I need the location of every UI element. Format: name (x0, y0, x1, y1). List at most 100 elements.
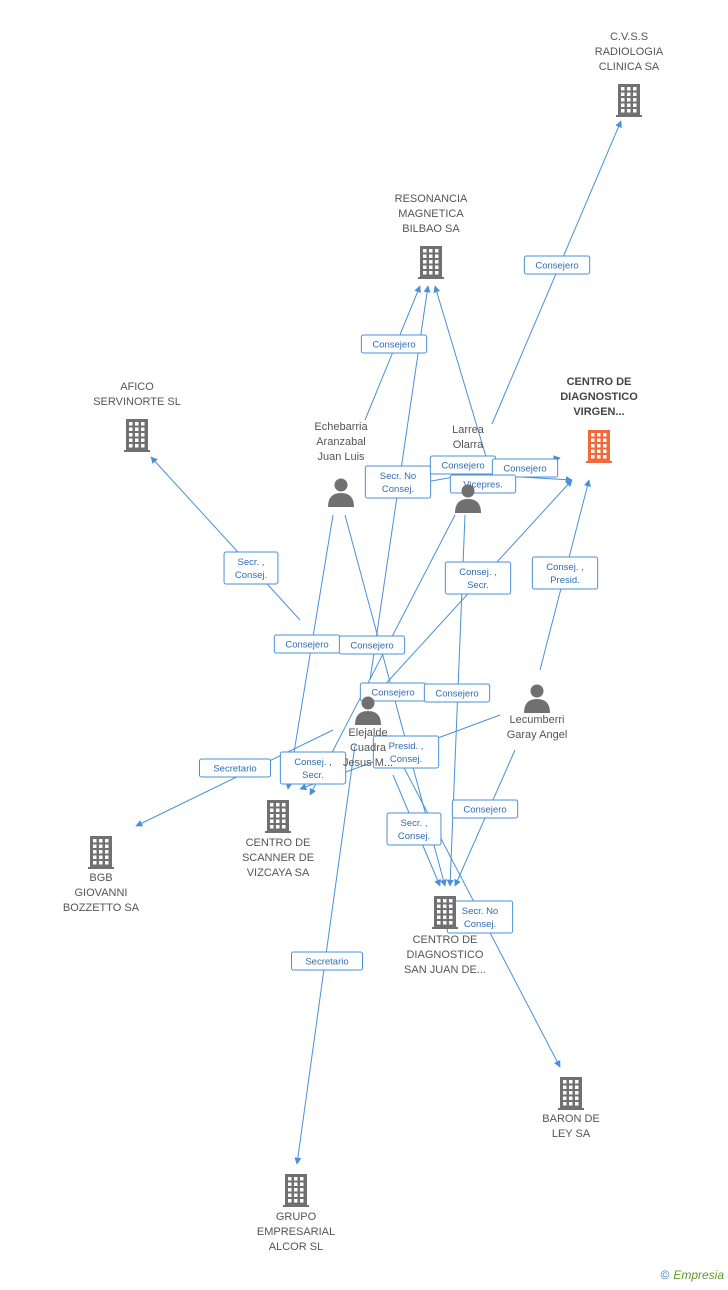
edge-label[interactable]: Consejero (491, 458, 559, 478)
edge-label-text: Consej. (390, 754, 422, 765)
edge-label-text: Consejero (435, 689, 478, 700)
node-label: DIAGNOSTICO (406, 949, 483, 961)
edge-label[interactable]: Consej. , Presid. (531, 556, 599, 590)
edge-label-box (531, 556, 599, 590)
edge-label[interactable]: Secretario (199, 758, 271, 778)
node-afico[interactable]: AFICO SERVINORTE SL (93, 381, 181, 452)
edge-label[interactable]: Consejero (523, 255, 591, 275)
edge-label-text: Consej. , (546, 562, 584, 573)
node-label: SERVINORTE SL (93, 396, 181, 408)
node-label: CENTRO DE (567, 376, 632, 388)
edge-label[interactable]: Consej. , Secr. (279, 751, 347, 785)
edge-label[interactable]: Consejero (273, 634, 341, 654)
building-icon (616, 84, 642, 117)
edge-label[interactable]: Secretario (291, 951, 363, 971)
node-sanjuan[interactable]: CENTRO DE DIAGNOSTICO SAN JUAN DE... (404, 896, 486, 976)
edge-label[interactable]: Vicepres. (449, 474, 517, 494)
node-label: SCANNER DE (242, 852, 314, 864)
edge-label-box (523, 255, 591, 275)
edge-label[interactable]: Consejero (338, 635, 406, 655)
node-label: SAN JUAN DE... (404, 964, 486, 976)
edge-label-text: Secr. No (462, 906, 498, 917)
edge-label-text: Secretario (305, 957, 348, 968)
edge-label-box (423, 683, 491, 703)
edge-label-text: Secretario (213, 764, 256, 775)
edge-label-box (199, 758, 271, 778)
edge-label[interactable]: Presid. , Consej. (372, 735, 440, 769)
node-label: RADIOLOGIA (595, 46, 664, 58)
edge-label[interactable]: Consejero (423, 683, 491, 703)
node-label: Lecumberri (509, 714, 564, 726)
edge-label[interactable]: Consej. ,Secr. (444, 561, 512, 595)
edge-label-box (451, 799, 519, 819)
node-label: AFICO (120, 381, 154, 393)
person-icon (355, 696, 381, 725)
building-icon (265, 800, 291, 833)
node-label: VIRGEN... (573, 406, 624, 418)
node-label: Olarra (453, 439, 484, 451)
edge-label-text: Consejero (285, 640, 328, 651)
edge-label-text: Presid. , (389, 741, 424, 752)
edge-line (150, 456, 301, 621)
edge-label-text: Secr. (302, 770, 324, 781)
edge-label[interactable]: Consejero (429, 455, 497, 475)
building-icon (432, 896, 458, 929)
edge-label-text: Secr. (467, 580, 489, 591)
edge-label-text: Consejero (463, 805, 506, 816)
edge-label[interactable]: Consejero (451, 799, 519, 819)
building-icon (283, 1174, 309, 1207)
node-label: ALCOR SL (269, 1241, 323, 1253)
edge-label[interactable]: Secr. , Consej. (386, 812, 442, 846)
edge-label-text: Consej. , (294, 757, 332, 768)
node-virgen[interactable]: CENTRO DE DIAGNOSTICO VIRGEN... (560, 376, 638, 463)
person-icon (328, 478, 354, 507)
edge-label-text: Consejero (372, 340, 415, 351)
node-label: CENTRO DE (246, 837, 311, 849)
edge-label-text: Secr. , (401, 818, 428, 829)
node-label: Cuadra (350, 742, 387, 754)
edge-label-box (291, 951, 363, 971)
edge-label-text: Presid. (550, 575, 580, 586)
node-label: Elejalde (348, 727, 387, 739)
edge-label-box (338, 635, 406, 655)
edge-label-text: Secr. No (380, 471, 416, 482)
edge-label[interactable]: Consejero (360, 334, 428, 354)
edge-label-text: Consejero (350, 641, 393, 652)
node-label: EMPRESARIAL (257, 1226, 335, 1238)
person-icon (455, 484, 481, 513)
node-resonancia[interactable]: RESONANCIA MAGNETICA BILBAO SA (395, 193, 468, 279)
node-label: BOZZETTO SA (63, 902, 140, 914)
node-label: Garay Angel (507, 729, 568, 741)
edge-label-box (364, 465, 432, 499)
edge-label-text: Consej. (398, 831, 430, 842)
edge-label-box (279, 751, 347, 785)
node-label: BILBAO SA (402, 223, 460, 235)
node-label: RESONANCIA (395, 193, 468, 205)
edge-label-box (372, 735, 440, 769)
edge-label-text: Consejero (503, 464, 546, 475)
node-label: Juan Luis (317, 451, 365, 463)
node-label: DIAGNOSTICO (560, 391, 638, 403)
node-label: C.V.S.S (610, 31, 648, 43)
node-label: MAGNETICA (398, 208, 464, 220)
person-icon (524, 684, 550, 713)
edge-label-box (223, 551, 279, 585)
brand-watermark: ©Empresia (660, 1268, 724, 1282)
edge-label[interactable]: Secr. ,Consej. (223, 551, 279, 585)
node-label: CENTRO DE (413, 934, 478, 946)
edge-line (135, 729, 334, 827)
building-icon (418, 246, 444, 279)
edge-label-text: Vicepres. (463, 480, 502, 491)
